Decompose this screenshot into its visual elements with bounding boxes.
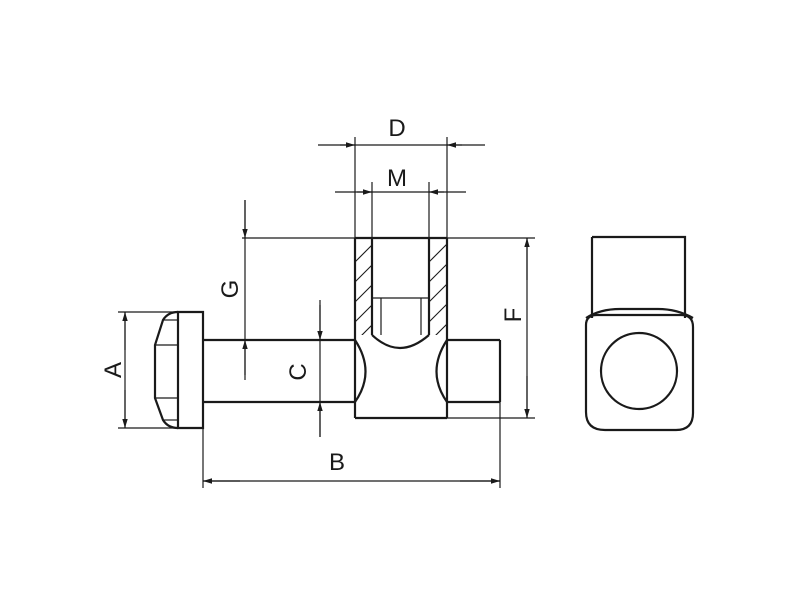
hatching-left — [355, 244, 372, 335]
t-head — [153, 310, 205, 430]
dimension-a: A — [100, 311, 178, 429]
side-view — [584, 235, 695, 432]
cross-hole-circle — [599, 331, 679, 411]
hatching-right — [429, 243, 447, 335]
dimension-d: D — [318, 115, 485, 238]
label-a: A — [100, 362, 127, 378]
dimension-g: G — [217, 200, 355, 380]
dimension-m: M — [335, 165, 466, 238]
dimension-b: B — [202, 402, 501, 488]
shaft — [203, 338, 502, 404]
label-d: D — [388, 115, 405, 142]
label-c: C — [285, 363, 312, 380]
label-f: F — [500, 308, 527, 323]
dimension-f: F — [447, 237, 535, 419]
dimension-c: C — [285, 300, 323, 437]
label-g: G — [217, 280, 244, 299]
label-m: M — [387, 165, 407, 192]
label-b: B — [329, 449, 345, 476]
nut-body — [353, 236, 449, 420]
